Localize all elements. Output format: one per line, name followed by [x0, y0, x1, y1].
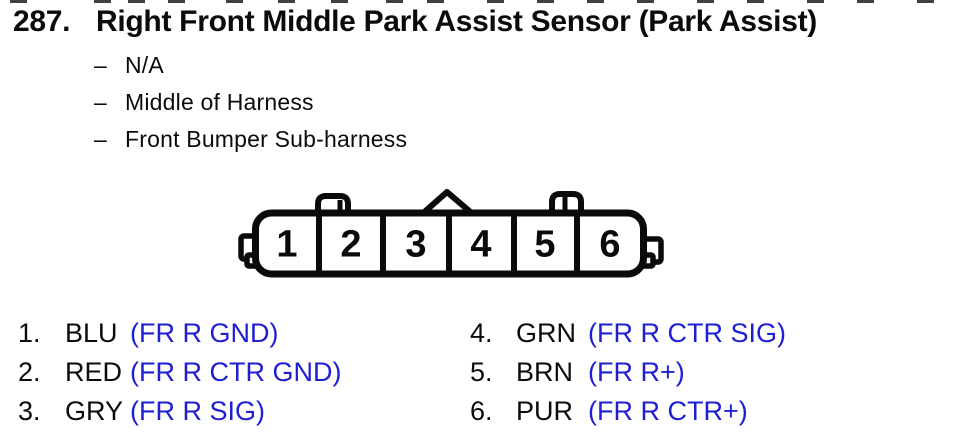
- scan-artifact: [168, 0, 185, 3]
- pin-list-right: 4. GRN (FR R CTR SIG) 5. BRN (FR R+) 6. PUR (F…: [470, 314, 786, 431]
- scan-artifact: [857, 0, 874, 3]
- scan-artifact: [697, 0, 714, 3]
- pin-cell-1: 1: [276, 224, 297, 266]
- wire-color: PUR: [516, 396, 574, 426]
- note-line-3: –Front Bumper Sub-harness: [94, 121, 407, 158]
- wire-color: BRN: [516, 357, 574, 387]
- page-title: Right Front Middle Park Assist Sensor (P…: [96, 5, 817, 38]
- section-heading: 287. Right Front Middle Park Assist Sens…: [13, 4, 958, 40]
- dash-bullet: –: [94, 126, 107, 152]
- pin-row-2: 2. RED(FR R CTR GND): [18, 353, 341, 392]
- scan-artifact: [331, 0, 348, 3]
- wire-color: GRN: [516, 318, 576, 348]
- scan-artifact: [537, 0, 554, 3]
- signal-name: (FR R SIG): [130, 396, 265, 426]
- note-text: N/A: [125, 52, 164, 78]
- scan-artifact: [807, 0, 824, 3]
- wire-color: RED: [65, 357, 123, 387]
- note-text: Front Bumper Sub-harness: [125, 126, 408, 152]
- pin-row-5: 5. BRN (FR R+): [470, 353, 786, 392]
- connector-dividers: [316, 213, 580, 274]
- pin-cell-3: 3: [405, 224, 426, 266]
- signal-name: (FR R+): [588, 357, 685, 387]
- pin-row-1: 1. BLU (FR R GND): [18, 314, 341, 353]
- signal-name: (FR R CTR GND): [130, 357, 342, 387]
- scan-artifact: [917, 0, 934, 3]
- pin-number: 1.: [18, 318, 41, 348]
- wire-color: BLU: [65, 318, 118, 348]
- pin-list-left: 1. BLU (FR R GND) 2. RED(FR R CTR GND) 3. GR…: [18, 314, 341, 431]
- note-line-2: –Middle of Harness: [94, 84, 407, 121]
- scan-artifact: [747, 0, 764, 3]
- scan-artifact: [226, 0, 243, 3]
- section-number: 287.: [13, 5, 71, 38]
- pin-number: 4.: [470, 318, 493, 348]
- pin-number: 3.: [18, 396, 41, 426]
- signal-name: (FR R CTR SIG): [588, 318, 786, 348]
- pin-row-6: 6. PUR (FR R CTR+): [470, 392, 786, 431]
- dash-bullet: –: [94, 52, 107, 78]
- pin-cell-2: 2: [340, 224, 361, 266]
- scan-artifact: [487, 0, 504, 3]
- scan-artifact: [128, 0, 145, 3]
- scan-artifact: [10, 0, 27, 3]
- scan-artifact: [427, 0, 444, 3]
- note-text: Middle of Harness: [125, 89, 314, 115]
- pin-cell-5: 5: [534, 224, 555, 266]
- signal-name: (FR R GND): [130, 318, 279, 348]
- pin-row-3: 3. GRY(FR R SIG): [18, 392, 341, 431]
- scan-artifact: [94, 0, 111, 3]
- scan-artifact: [587, 0, 604, 3]
- note-line-1: –N/A: [94, 47, 407, 84]
- pin-number: 2.: [18, 357, 41, 387]
- scan-artifact: [386, 0, 403, 3]
- scan-artifact: [278, 0, 295, 3]
- pin-row-4: 4. GRN (FR R CTR SIG): [470, 314, 786, 353]
- signal-name: (FR R CTR+): [588, 396, 748, 426]
- pin-number: 5.: [470, 357, 493, 387]
- location-notes: –N/A –Middle of Harness –Front Bumper Su…: [94, 47, 407, 158]
- pin-cell-4: 4: [470, 224, 491, 266]
- dash-bullet: –: [94, 89, 107, 115]
- pin-cell-6: 6: [599, 224, 620, 266]
- pin-number: 6.: [470, 396, 493, 426]
- scan-artifact: [637, 0, 654, 3]
- wire-color: GRY: [65, 396, 124, 426]
- connector-diagram: 1 2 3 4 5 6: [238, 189, 664, 278]
